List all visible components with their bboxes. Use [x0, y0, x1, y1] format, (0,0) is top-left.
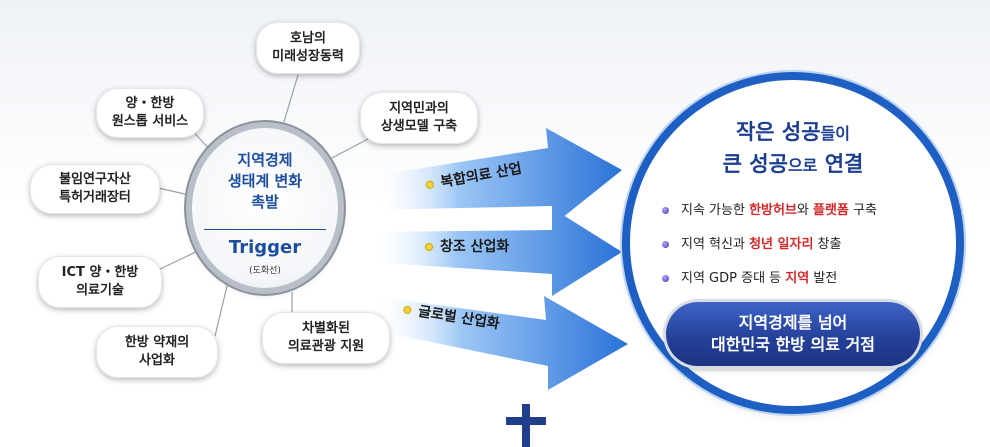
- hub-title: 지역경제 생태계 변화 촉발: [227, 151, 303, 211]
- bullet-icon: [662, 275, 669, 282]
- heading-suffix: 들이: [820, 124, 851, 143]
- bullet-icon: [662, 241, 669, 248]
- line-herb: [214, 281, 229, 337]
- node-herb: 한방 약재의 사업화: [96, 326, 218, 378]
- result-list: 지속 가능한 한방허브와 플랫폼 구축 지역 혁신과 청년 일자리 창출 지역 …: [662, 194, 952, 296]
- bullet-dot: [426, 181, 434, 189]
- result-heading-2: 큰 성공으로 연결: [630, 148, 956, 178]
- arrow-3: [372, 296, 628, 390]
- result-item: 지역 GDP 증대 등 지역 발전: [662, 262, 952, 296]
- arrow-text: 창조 산업화: [440, 239, 510, 255]
- result-banner: 지역경제를 넘어 대한민국 한방 의료 거점: [666, 302, 920, 366]
- bullet-dot: [403, 306, 411, 314]
- node-ict: ICT 양・한방 의료기술: [38, 256, 162, 308]
- node-coexist: 지역민과의 상생모델 구축: [360, 92, 478, 144]
- line-ict: [157, 249, 201, 271]
- bullet-dot: [426, 244, 432, 250]
- node-tourism: 차별화된 의료관광 지원: [262, 312, 390, 364]
- node-patent: 불임연구자산 특허거래장터: [30, 164, 160, 214]
- node-honam: 호남의 미래성장동력: [256, 22, 360, 74]
- heading-strong: 큰 성공: [722, 152, 788, 176]
- node-label: 불임연구자산 특허거래장터: [59, 172, 131, 205]
- hub-trigger: Trigger: [228, 237, 302, 258]
- node-label: 양・한방 원스톱 서비스: [111, 96, 189, 129]
- heading-strong: 연결: [824, 152, 864, 176]
- heading-strong: 작은 성공: [735, 120, 821, 144]
- result-item: 지속 가능한 한방허브와 플랫폼 구축: [662, 194, 952, 228]
- result-circle: 작은 성공들이 큰 성공으로 연결 지속 가능한 한방허브와 플랫폼 구축 지역…: [630, 80, 956, 406]
- line-coexist: [327, 137, 371, 161]
- line-patent: [157, 187, 195, 197]
- node-label: ICT 양・한방 의료기술: [61, 265, 139, 298]
- node-label: 차별화된 의료관광 지원: [287, 321, 365, 354]
- plus-icon: [506, 404, 546, 447]
- node-label: 지역민과의 상생모델 구축: [380, 101, 458, 134]
- node-label: 호남의 미래성장동력: [272, 31, 344, 64]
- result-heading-1: 작은 성공들이: [630, 116, 956, 146]
- node-label: 한방 약재의 사업화: [124, 335, 190, 368]
- bullet-icon: [662, 207, 669, 214]
- arrow-label-2: 창조 산업화: [426, 236, 509, 256]
- node-onestop: 양・한방 원스톱 서비스: [96, 88, 204, 138]
- line-honam: [279, 74, 299, 136]
- heading-suffix: 으로: [787, 156, 818, 175]
- hub-subtitle: (도화선): [249, 266, 281, 276]
- result-item: 지역 혁신과 청년 일자리 창출: [662, 228, 952, 262]
- arrow-2: [368, 208, 622, 296]
- hub-divider: [204, 229, 326, 230]
- trigger-hub: 지역경제 생태계 변화 촉발 Trigger (도화선): [192, 128, 338, 288]
- arrow-1: [372, 128, 622, 226]
